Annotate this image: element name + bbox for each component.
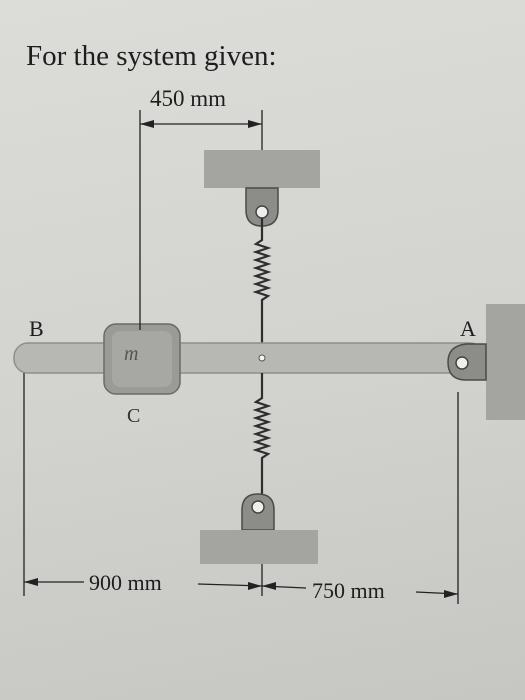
label-c: C	[127, 405, 141, 427]
top-pin	[255, 205, 269, 219]
question-text: For the system given:	[26, 40, 277, 72]
mass-label: m	[124, 343, 139, 365]
pin-a	[455, 356, 469, 370]
top-support	[204, 150, 320, 188]
label-b: B	[29, 316, 44, 341]
dimension-450: 450 mm	[150, 86, 227, 111]
bottom-spring	[252, 373, 272, 494]
mass-block-face	[112, 331, 172, 387]
bottom-dim-arrow-mid-left	[248, 582, 262, 590]
top-spring	[252, 218, 272, 346]
top-dim-arrow-right	[248, 120, 262, 128]
label-a: A	[460, 316, 476, 341]
spring-attachment-point	[258, 354, 266, 362]
top-dim-arrow-left	[140, 120, 154, 128]
bottom-dim-arrow-mid-right	[262, 582, 276, 590]
horizontal-bar	[13, 342, 485, 374]
bottom-dim-arrow-left	[24, 578, 38, 586]
bottom-dim-arrow-right	[444, 590, 458, 598]
dimension-750: 750 mm	[312, 578, 385, 603]
dimension-900: 900 mm	[89, 570, 162, 595]
bottom-support	[200, 530, 318, 564]
right-wall-support	[486, 304, 525, 420]
bottom-pin	[251, 500, 265, 514]
